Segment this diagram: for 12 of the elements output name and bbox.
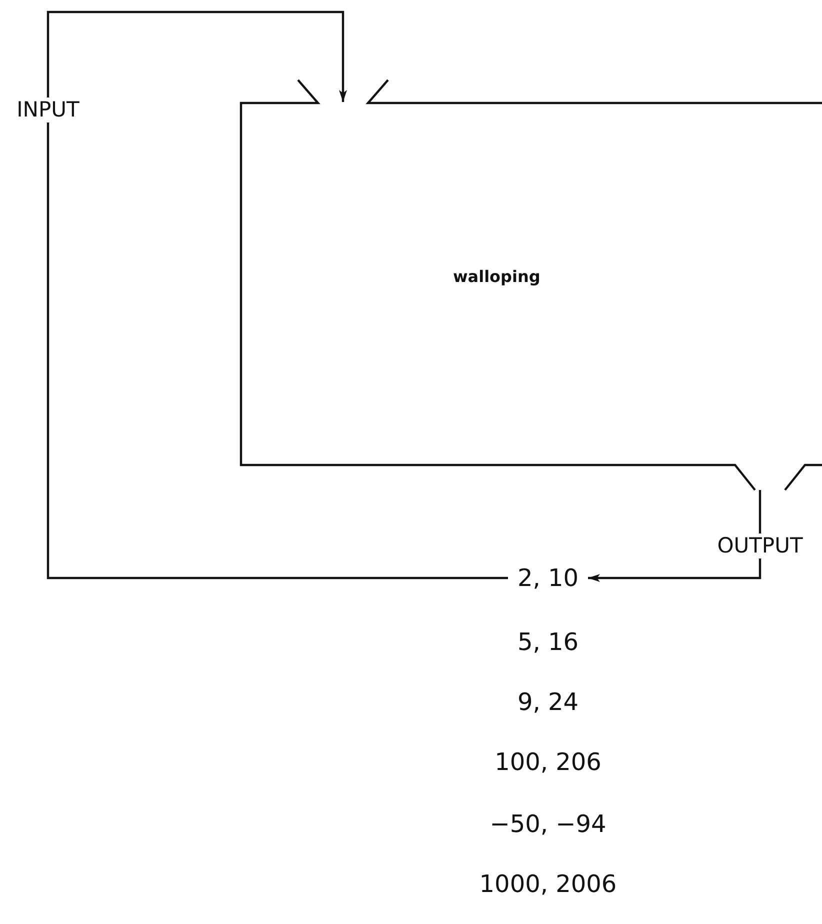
machine-label: walloping xyxy=(453,267,540,286)
data-pair: 1000, 2006 xyxy=(479,872,617,896)
data-pair: −50, −94 xyxy=(490,812,606,836)
data-pair: 5, 16 xyxy=(517,630,579,654)
data-pair: 100, 206 xyxy=(494,750,602,774)
edge-label: OUTPUT xyxy=(716,534,804,558)
arrow xyxy=(46,10,508,580)
edge-label: INPUT xyxy=(16,98,80,122)
arrow xyxy=(588,490,762,582)
data-pair: 2, 10 xyxy=(508,563,588,593)
data-pair: 9, 24 xyxy=(517,690,579,714)
machine-box xyxy=(241,80,822,490)
